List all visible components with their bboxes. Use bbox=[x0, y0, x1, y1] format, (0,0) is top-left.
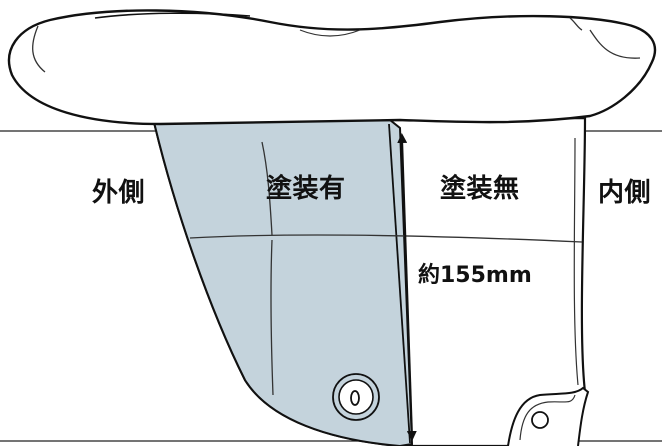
inner-edge bbox=[573, 137, 579, 386]
label-painted: 塗装有 bbox=[266, 174, 346, 204]
seat-center-ridge bbox=[299, 29, 361, 37]
label-inner-side: 内側 bbox=[598, 178, 652, 208]
grommet-slot bbox=[350, 390, 360, 406]
seat-contour-right bbox=[589, 29, 641, 59]
seat-edge-line bbox=[94, 12, 251, 19]
painted-region bbox=[152, 118, 414, 446]
mounting-hole bbox=[531, 411, 549, 429]
label-unpainted: 塗装無 bbox=[440, 174, 520, 204]
horizontal-seam bbox=[189, 234, 583, 243]
dimension-arrow bbox=[397, 133, 417, 441]
seat-rim-right bbox=[569, 17, 583, 31]
vertical-seam-upper bbox=[261, 141, 273, 236]
grommet-inner bbox=[338, 379, 374, 415]
label-height-dimension: 約155mm bbox=[418, 263, 532, 288]
label-outer-side: 外側 bbox=[92, 178, 146, 208]
vertical-seam-lower bbox=[270, 239, 274, 396]
seat-cushion bbox=[7, 9, 657, 126]
seat-contour-left bbox=[32, 25, 46, 73]
mounting-tab-inner bbox=[519, 394, 576, 441]
